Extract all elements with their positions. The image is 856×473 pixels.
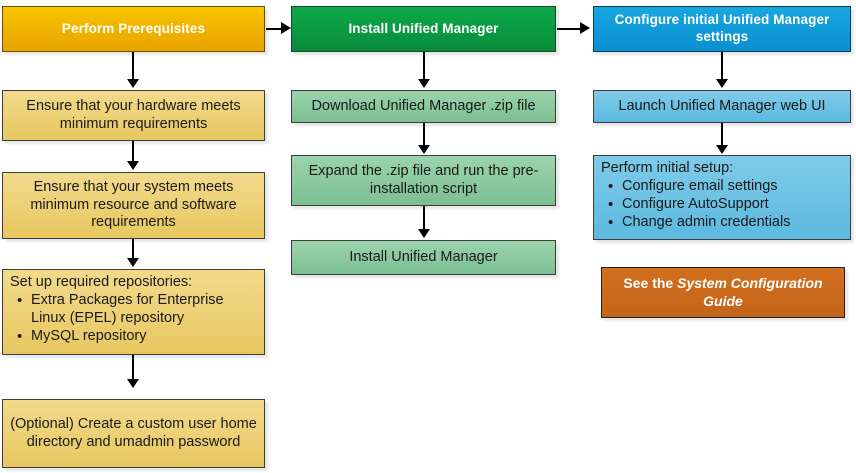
reference-system-configuration-guide[interactable]: See the System Configuration Guide bbox=[601, 267, 845, 318]
connector-line-prereq-3 bbox=[132, 239, 134, 260]
column-header-configure-label: Configure initial Unified Manager settin… bbox=[614, 12, 830, 44]
step-configure-initial-setup[interactable]: Perform initial setup: Configure email s… bbox=[593, 155, 851, 240]
connector-line-install-1 bbox=[423, 52, 425, 81]
list-item: MySQL repository bbox=[17, 328, 258, 347]
step-install-download-zip[interactable]: Download Unified Manager .zip file bbox=[291, 90, 556, 123]
connector-arrow-install-3 bbox=[418, 229, 430, 238]
step-prereq-repositories-list: Extra Packages for Enterprise Linux (EPE… bbox=[10, 292, 258, 346]
connector-line-prereq-1 bbox=[132, 52, 134, 81]
connector-line-install-2 bbox=[423, 123, 425, 147]
column-header-configure[interactable]: Configure initial Unified Manager settin… bbox=[593, 6, 851, 52]
step-prereq-system[interactable]: Ensure that your system meets minimum re… bbox=[2, 172, 265, 239]
connector-line-prereq-4 bbox=[132, 355, 134, 380]
list-item: Change admin credentials bbox=[608, 214, 844, 233]
connector-line-install-3 bbox=[423, 206, 425, 230]
connector-arrow-install-2 bbox=[418, 145, 430, 154]
step-prereq-system-label: Ensure that your system meets minimum re… bbox=[30, 178, 237, 231]
connector-line-configure-1 bbox=[721, 52, 723, 81]
step-install-unified-manager[interactable]: Install Unified Manager bbox=[291, 240, 556, 275]
connector-arrow-install-to-configure bbox=[580, 22, 590, 34]
connector-arrow-configure-2 bbox=[716, 145, 728, 154]
column-header-install-label: Install Unified Manager bbox=[348, 20, 499, 36]
column-header-prerequisites[interactable]: Perform Prerequisites bbox=[2, 6, 265, 52]
connector-line-prereq-2 bbox=[132, 141, 134, 163]
list-item: Extra Packages for Enterprise Linux (EPE… bbox=[17, 292, 258, 328]
connector-arrow-prereq-2 bbox=[127, 161, 139, 170]
connector-line-configure-2 bbox=[721, 123, 723, 147]
step-install-expand-zip[interactable]: Expand the .zip file and run the pre-ins… bbox=[291, 155, 556, 206]
step-prereq-optional-user-label: (Optional) Create a custom user home dir… bbox=[10, 415, 257, 450]
column-header-install[interactable]: Install Unified Manager bbox=[291, 6, 556, 52]
step-configure-initial-setup-list: Configure email settings Configure AutoS… bbox=[601, 178, 844, 232]
reference-prefix: See the bbox=[623, 274, 678, 291]
reference-guide-title: System Configuration Guide bbox=[677, 274, 823, 309]
step-prereq-hardware[interactable]: Ensure that your hardware meets minimum … bbox=[2, 90, 265, 141]
step-install-unified-manager-label: Install Unified Manager bbox=[349, 248, 498, 265]
connector-arrow-prereq-4 bbox=[127, 379, 139, 388]
step-prereq-repositories[interactable]: Set up required repositories: Extra Pack… bbox=[2, 269, 265, 355]
connector-arrow-prereq-3 bbox=[127, 258, 139, 267]
connector-line-install-to-configure bbox=[557, 28, 582, 30]
step-install-download-zip-label: Download Unified Manager .zip file bbox=[311, 97, 536, 114]
step-prereq-hardware-label: Ensure that your hardware meets minimum … bbox=[26, 97, 241, 132]
connector-arrow-install-1 bbox=[418, 79, 430, 88]
step-install-expand-zip-label: Expand the .zip file and run the pre-ins… bbox=[308, 162, 539, 197]
column-header-prerequisites-label: Perform Prerequisites bbox=[61, 20, 206, 36]
connector-arrow-prereq-to-install bbox=[281, 22, 291, 34]
connector-line-prereq-to-install bbox=[266, 28, 283, 30]
step-prereq-optional-user[interactable]: (Optional) Create a custom user home dir… bbox=[2, 399, 265, 468]
list-item: Configure email settings bbox=[608, 178, 844, 197]
step-configure-launch-web-ui-label: Launch Unified Manager web UI bbox=[618, 97, 826, 114]
connector-arrow-configure-1 bbox=[716, 79, 728, 88]
step-configure-launch-web-ui[interactable]: Launch Unified Manager web UI bbox=[593, 90, 851, 123]
step-configure-initial-setup-title: Perform initial setup: bbox=[601, 160, 734, 176]
list-item: Configure AutoSupport bbox=[608, 196, 844, 215]
step-prereq-repositories-title: Set up required repositories: bbox=[10, 274, 193, 290]
connector-arrow-prereq-1 bbox=[127, 79, 139, 88]
